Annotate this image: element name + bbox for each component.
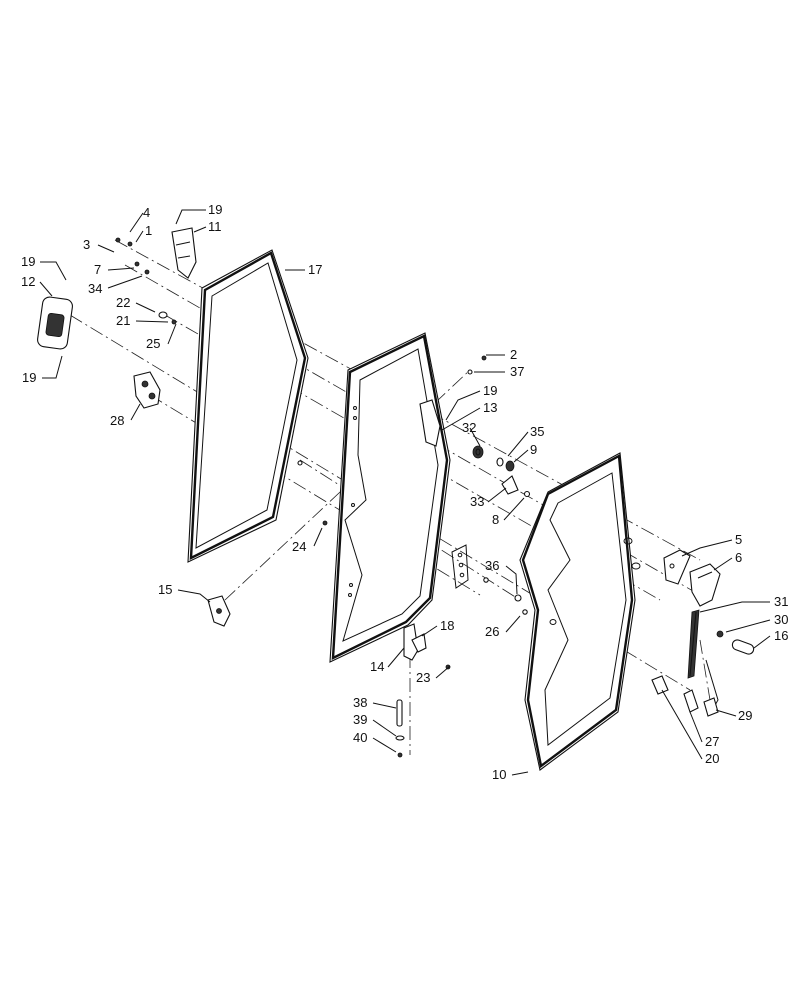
callout-26: 26 <box>485 624 499 639</box>
callout-17: 17 <box>308 262 322 277</box>
callout-13: 13 <box>483 400 497 415</box>
callout-33: 33 <box>470 494 484 509</box>
callout-40: 40 <box>353 730 367 745</box>
motor-mount-20 <box>651 675 669 695</box>
callout-25: 25 <box>146 336 160 351</box>
washer-39 <box>395 735 405 741</box>
linkage-assembly <box>451 544 528 615</box>
handle-15 <box>207 595 231 627</box>
callout-14: 14 <box>370 659 384 674</box>
callout-16: 16 <box>774 628 788 643</box>
latch-19-right <box>419 399 441 447</box>
callout-32: 32 <box>462 420 476 435</box>
callout-31: 31 <box>774 594 788 609</box>
callout-23: 23 <box>416 670 430 685</box>
rod-38 <box>396 699 403 727</box>
callout-2: 2 <box>510 347 517 362</box>
callout-18: 18 <box>440 618 454 633</box>
bracket-11 <box>171 227 197 279</box>
callout-3: 3 <box>83 237 90 252</box>
callout-20: 20 <box>705 751 719 766</box>
callout-12: 12 <box>21 274 35 289</box>
callout-19-right: 19 <box>483 383 497 398</box>
callout-39: 39 <box>353 712 367 727</box>
handle-6 <box>689 563 721 607</box>
door-panel-10 <box>519 452 641 771</box>
callout-24: 24 <box>292 539 306 554</box>
callout-8: 8 <box>492 512 499 527</box>
latch-28 <box>133 371 161 409</box>
callout-21: 21 <box>116 313 130 328</box>
callout-6: 6 <box>735 550 742 565</box>
wiper-arm-29 <box>703 659 719 717</box>
callout-10: 10 <box>492 767 506 782</box>
window-frame-17 <box>187 249 309 563</box>
leader-lines <box>39 209 771 776</box>
callout-30: 30 <box>774 612 788 627</box>
cover-12 <box>37 296 73 350</box>
cap-16 <box>731 639 755 655</box>
callout-28: 28 <box>110 413 124 428</box>
callout-19-top: 19 <box>208 202 222 217</box>
bracket-5 <box>663 549 691 585</box>
callout-34: 34 <box>88 281 102 296</box>
callout-7: 7 <box>94 262 101 277</box>
door-frame-13 <box>329 332 451 663</box>
callout-22: 22 <box>116 295 130 310</box>
callout-15: 15 <box>158 582 172 597</box>
motor-27 <box>683 689 699 713</box>
washers-group <box>472 445 531 498</box>
callout-37: 37 <box>510 364 524 379</box>
callout-35: 35 <box>530 424 544 439</box>
lower-latch-14 <box>403 623 427 661</box>
callout-36: 36 <box>485 558 499 573</box>
callout-9: 9 <box>530 442 537 457</box>
callout-27: 27 <box>705 734 719 749</box>
callout-38: 38 <box>353 695 367 710</box>
nut-30 <box>716 630 724 638</box>
wiper-blade-31 <box>687 609 700 679</box>
callout-29: 29 <box>738 708 752 723</box>
callout-5: 5 <box>735 532 742 547</box>
callout-4: 4 <box>143 205 150 220</box>
pin-40 <box>397 752 403 758</box>
callout-labels: 4 1 19 11 3 7 34 17 19 12 22 21 25 19 28… <box>21 202 788 782</box>
callout-19-lower: 19 <box>22 370 36 385</box>
callout-11: 11 <box>208 219 222 234</box>
callout-19-left: 19 <box>21 254 35 269</box>
callout-1: 1 <box>145 223 152 238</box>
